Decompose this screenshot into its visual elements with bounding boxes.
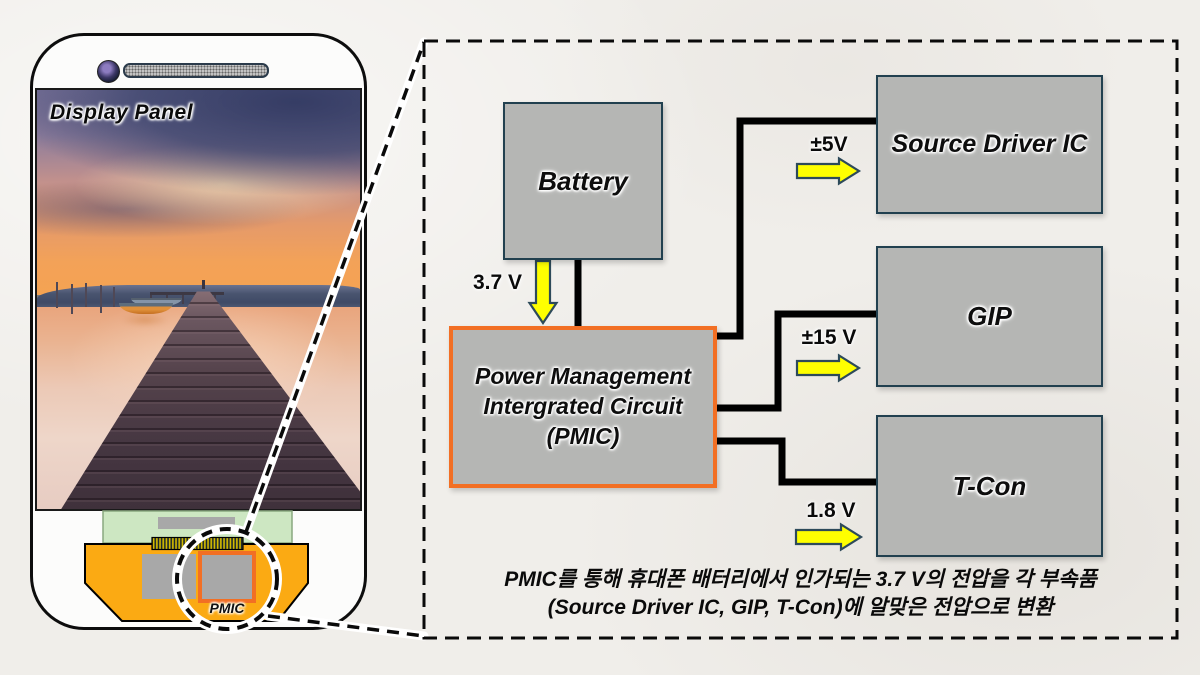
- pmic-chip-label: PMIC: [209, 600, 245, 616]
- tcon-label: T-Con: [952, 470, 1027, 501]
- caption-line-2: (Source Driver IC, GIP, T-Con)에 알맞은 전압으로…: [547, 595, 1054, 619]
- water-pole: [85, 282, 88, 307]
- boat-reflection: [120, 312, 170, 327]
- smartphone: Display Panel: [30, 33, 367, 630]
- pmic-chip: [198, 551, 256, 603]
- board-chip-left: [142, 554, 196, 599]
- voltage-label-3v7: 3.7 V: [472, 271, 523, 294]
- connector-pmic-gip: [716, 310, 877, 412]
- arrow-3v7-icon: [527, 259, 559, 325]
- voltage-arrows: [527, 156, 864, 552]
- voltage-label-1v8: 1.8 V: [806, 499, 856, 522]
- connector-pmic-tcon: [716, 437, 877, 486]
- boat-gray: [130, 298, 183, 308]
- gip-label: GIP: [967, 301, 1012, 331]
- magnifier-circle: [175, 527, 279, 631]
- water-pole: [70, 284, 73, 315]
- pmic-block: Power Management Intergrated Circuit (PM…: [449, 326, 717, 488]
- front-camera-icon: [97, 60, 120, 83]
- diagram-dashed-border: [422, 39, 1179, 640]
- pmic-label-line2: Intergrated Circuit: [483, 393, 683, 420]
- source-driver-label: Source Driver IC: [891, 130, 1088, 158]
- battery-block: Battery: [503, 102, 663, 260]
- display-panel-screen: Display Panel: [35, 88, 362, 511]
- battery-label: Battery: [538, 165, 628, 196]
- pmic-label-line1: Power Management: [475, 363, 691, 390]
- arrow-1v8-icon: [794, 522, 864, 552]
- boat-orange: [119, 302, 173, 314]
- callout-line-top: [244, 41, 426, 533]
- callout-line-bottom: [267, 614, 425, 638]
- source-driver-block: Source Driver IC: [876, 75, 1103, 214]
- connector-lines: [574, 117, 877, 486]
- connector-pmic-source: [716, 117, 877, 340]
- pmic-label-line3: (PMIC): [546, 422, 620, 449]
- display-panel-label: Display Panel: [50, 101, 194, 124]
- water-pole: [56, 281, 59, 308]
- small-dock: [150, 291, 225, 304]
- caption: PMIC를 통해 휴대폰 배터리에서 인가되는 3.7 V의 전압을 각 부속품…: [424, 566, 1177, 622]
- earpiece-speaker-icon: [123, 63, 269, 78]
- sunset-sky: [37, 90, 360, 296]
- pier-end-post: [202, 280, 206, 290]
- water-pole: [112, 286, 115, 307]
- arrow-5v-icon: [795, 156, 862, 186]
- water-pole: [99, 285, 102, 314]
- phone-board-assembly: [84, 510, 309, 622]
- caption-line-1: PMIC를 통해 휴대폰 배터리에서 인가되는 3.7 V의 전압을 각 부속품: [504, 568, 1097, 591]
- magnifier-callout: [172, 37, 429, 641]
- tcon-block: T-Con: [876, 415, 1103, 557]
- voltage-label-15v: ±15 V: [801, 326, 857, 349]
- arrow-15v-icon: [795, 353, 862, 383]
- gip-block: GIP: [876, 246, 1103, 387]
- voltage-label-5v: ±5V: [810, 133, 848, 156]
